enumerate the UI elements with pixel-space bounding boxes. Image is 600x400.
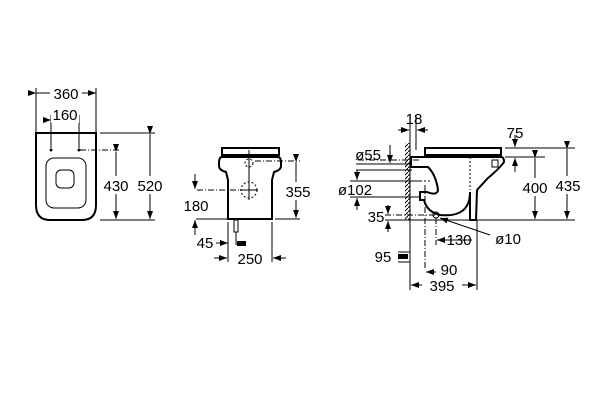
dim-90: 90	[441, 262, 458, 279]
dim-diameter-55: ø55	[355, 147, 381, 164]
dim-250: 250	[237, 251, 262, 268]
dim-400: 400	[522, 180, 547, 197]
seat	[424, 147, 502, 156]
dim-35: 35	[368, 209, 385, 226]
dim-95: 95	[375, 249, 392, 266]
pan-body	[218, 156, 282, 220]
dim-180: 180	[183, 198, 208, 215]
dim-diameter-102: ø102	[338, 182, 372, 199]
seat	[221, 147, 280, 156]
dim-520: 520	[137, 178, 162, 195]
dim-435: 435	[555, 178, 580, 195]
drain-pipe	[398, 254, 408, 259]
top-view: 360 160 430 520	[28, 84, 164, 221]
seat-outline	[45, 157, 87, 209]
dim-360: 360	[53, 86, 78, 103]
dim-395: 395	[429, 278, 454, 295]
bowl-outline	[35, 132, 97, 221]
pan-side	[410, 156, 506, 221]
front-view: 355 180 45 250	[183, 147, 315, 268]
dim-diameter-10: ø10	[495, 231, 521, 248]
dim-355: 355	[285, 184, 310, 201]
dim-18: 18	[406, 111, 423, 128]
lid-mark	[55, 169, 75, 189]
dim-75: 75	[507, 125, 524, 142]
dim-45: 45	[197, 235, 214, 252]
dim-160: 160	[52, 107, 77, 124]
dim-430: 430	[103, 178, 128, 195]
dim-130: 130	[446, 232, 471, 249]
side-view: 18 75 ø55 ø102 35 ø10 130 95 90 395 400 …	[338, 111, 584, 295]
